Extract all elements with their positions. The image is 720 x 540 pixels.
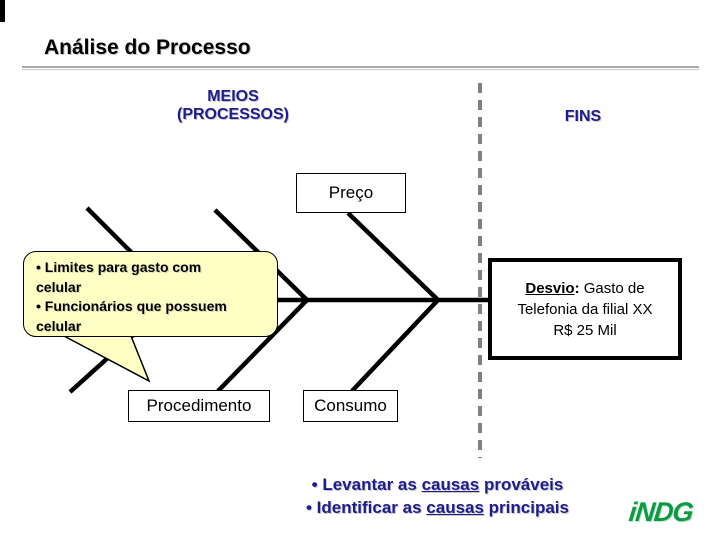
bone-procedimento (216, 298, 309, 393)
causes-callout: • Limites para gasto com celular • Funci… (23, 251, 278, 337)
meios-line2: (PROCESSOS) (176, 106, 289, 123)
callout-tail (63, 335, 151, 383)
note-line-2: • Identificar as causas principais (306, 498, 569, 517)
procedimento-label: Procedimento (146, 396, 252, 415)
meios-label: MEIOS (PROCESSOS) (103, 88, 363, 124)
procedimento-cause-box: Procedimento (128, 390, 270, 422)
preco-cause-box: Preço (296, 173, 406, 213)
desvio-line1: Desvio: Gasto de (525, 278, 644, 299)
bone-preco (346, 211, 440, 302)
desvio-line2: Telefonia da filial XX (517, 300, 653, 318)
consumo-cause-box: Consumo (303, 390, 398, 422)
desvio-line3: R$ 25 Mil (553, 321, 617, 339)
callout-line-4: celular (36, 317, 82, 334)
corner-accent-bar (0, 0, 5, 22)
bone-consumo (350, 298, 440, 393)
preco-label: Preço (328, 183, 374, 202)
desvio-separator: : (574, 279, 580, 297)
callout-line-1: • Limites para gasto com (36, 259, 202, 275)
desvio-effect-box: Desvio: Gasto de Telefonia da filial XX … (488, 258, 682, 360)
action-notes: • Levantar as causas prováveis • Identif… (280, 473, 595, 519)
consumo-label: Consumo (314, 396, 387, 415)
desvio-line1-rest: Gasto de (579, 279, 645, 297)
desvio-term: Desvio (525, 279, 575, 297)
callout-line-3: • Funcionários que possuem (36, 298, 227, 314)
page-title: Análise do Processo (44, 36, 251, 59)
note-line-1: • Levantar as causas prováveis (311, 475, 564, 494)
meios-line1: MEIOS (207, 88, 259, 105)
callout-line-2: celular (36, 278, 82, 295)
title-divider (22, 66, 699, 70)
fins-label: FINS (564, 108, 602, 125)
